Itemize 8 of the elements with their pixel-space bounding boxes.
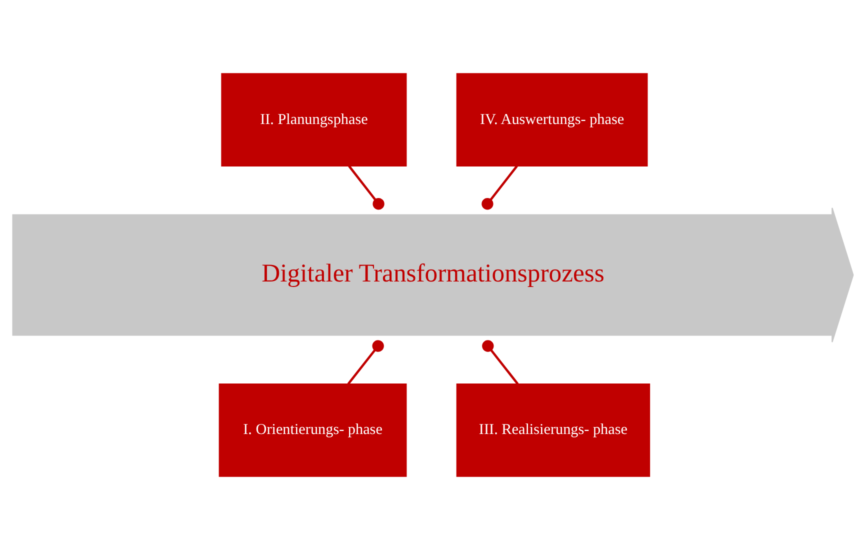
node-box: I. Orientierungs- phase [218, 384, 407, 477]
node-box: II. Planungsphase [221, 73, 407, 166]
connector [347, 340, 384, 385]
node-box: III. Realisierungs- phase [456, 384, 650, 477]
connector [482, 340, 519, 385]
connector [482, 165, 518, 210]
connector [348, 165, 384, 210]
node-box: IV. Auswertungs- phase [456, 73, 648, 166]
